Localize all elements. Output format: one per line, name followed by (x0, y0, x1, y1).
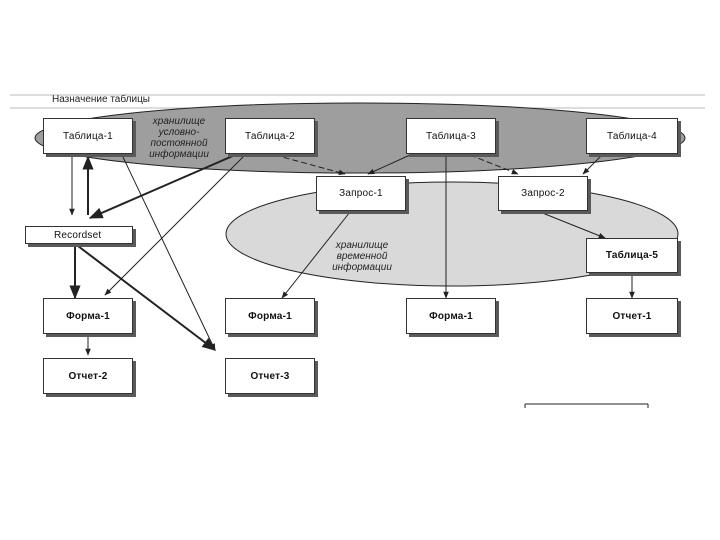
permanent-storage-ellipse (34, 102, 686, 174)
node-form-1-c: Форма-1 (406, 298, 496, 334)
node-table-3: Таблица-3 (406, 118, 496, 154)
caption: Назначение таблицы (52, 94, 150, 105)
arrow-t3-q1 (367, 154, 411, 175)
arrow-t1-rep3 (121, 154, 216, 351)
arrow-t2-q1 (274, 154, 346, 176)
arrow-q1-f1b (281, 211, 351, 299)
permanent-storage-label: хранилище условно-постоянной информации (149, 116, 209, 160)
arrow-t2-f1a (104, 154, 246, 296)
node-form-1-b: Форма-1 (225, 298, 315, 334)
node-table-4: Таблица-4 (586, 118, 678, 154)
arrow-q2-t5 (539, 211, 606, 239)
node-report-2: Отчет-2 (43, 358, 133, 394)
node-report-1: Отчет-1 (586, 298, 678, 334)
node-query-2: Запрос-2 (498, 176, 588, 211)
node-table-1: Таблица-1 (43, 118, 133, 154)
node-report-3: Отчет-3 (225, 358, 315, 394)
node-table-2: Таблица-2 (225, 118, 315, 154)
node-query-1: Запрос-1 (316, 176, 406, 211)
arrow-t4-q2 (582, 154, 603, 175)
arrow-t2-recordset (88, 154, 236, 219)
node-form-1-a: Форма-1 (43, 298, 133, 334)
node-recordset: Recordset (25, 226, 133, 244)
arrow-recordset-rep3 (77, 245, 217, 351)
node-table-5: Таблица-5 (586, 238, 678, 273)
temporary-storage-label: хранилище временной информации (332, 240, 392, 273)
